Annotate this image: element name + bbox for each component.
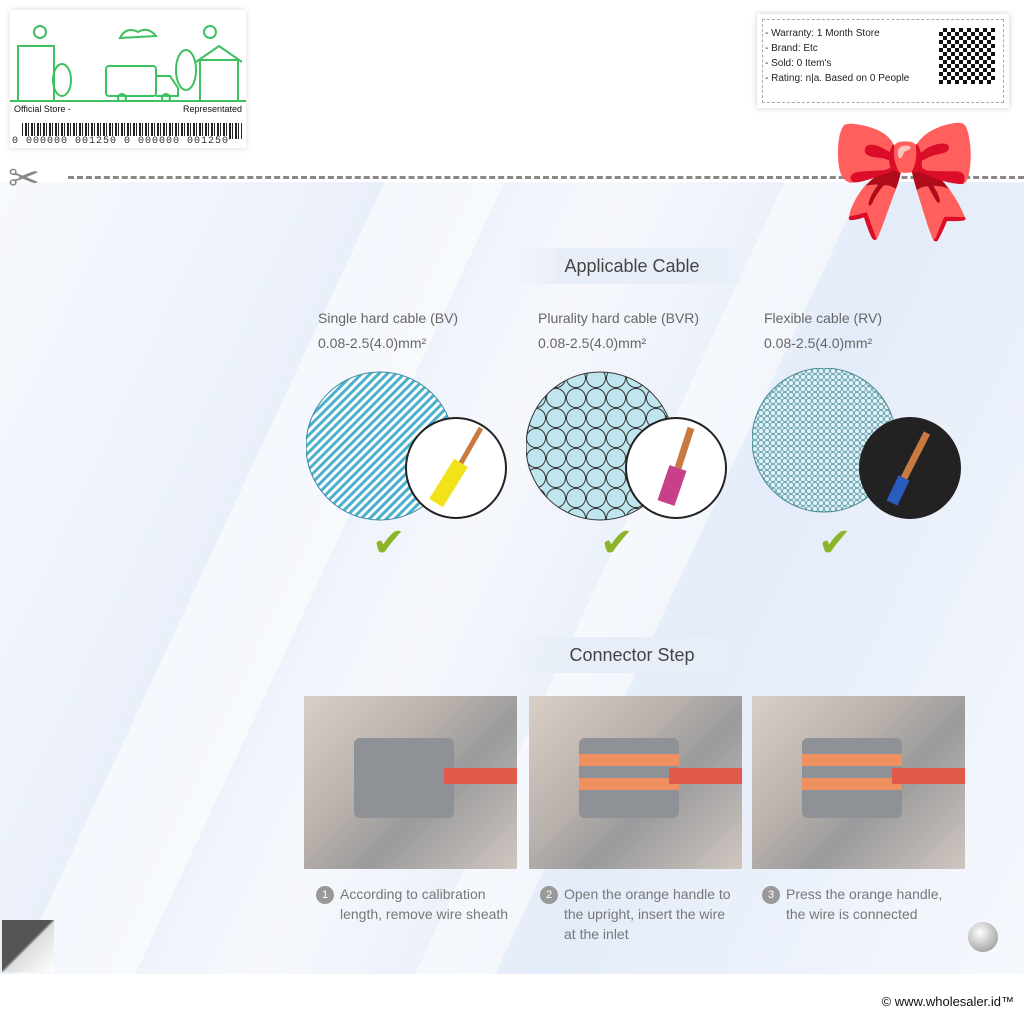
step-photo-1	[304, 696, 517, 869]
section-title-applicable-cable: Applicable Cable	[512, 248, 752, 284]
cable-cross-section-icon	[752, 368, 961, 519]
step-text: Open the orange handle to the upright, i…	[564, 886, 731, 942]
cable-name: Plurality hard cable (BVR)	[538, 310, 700, 326]
step-2: 2 Open the orange handle to the upright, …	[540, 884, 740, 944]
cable-item-bv: Single hard cable (BV) 0.08-2.5(4.0)mm²	[306, 306, 538, 521]
step-text: Press the orange handle, the wire is con…	[786, 886, 943, 922]
barcode-number: 0 000000 001250 0 000000 001250	[12, 136, 230, 147]
step-text: According to calibration length, remove …	[340, 886, 509, 922]
rating-text: - Rating: n|a. Based on 0 People	[765, 73, 910, 84]
metal-button-icon	[968, 922, 998, 952]
cable-name: Flexible cable (RV)	[764, 310, 883, 326]
check-icon: ✔	[818, 520, 852, 566]
store-badge: Official Store - Representated 0 000000 …	[10, 10, 246, 148]
section-title-connector-step: Connector Step	[512, 637, 752, 673]
step-photo-3	[752, 696, 965, 869]
check-icon: ✔	[372, 520, 406, 566]
cut-line	[68, 176, 1024, 179]
cable-cross-section-icon	[306, 371, 507, 521]
cable-range: 0.08-2.5(4.0)mm²	[538, 335, 647, 351]
cable-cross-section-icon	[526, 371, 727, 521]
scissors-icon: ✂	[8, 156, 40, 200]
sold-text: - Sold: 0 Item's	[765, 58, 832, 69]
warranty-text: - Warranty: 1 Month Store	[765, 28, 880, 39]
qr-code	[939, 28, 995, 84]
cable-range: 0.08-2.5(4.0)mm²	[318, 335, 427, 351]
brand-text: - Brand: Etc	[765, 43, 818, 54]
cable-item-rv: Flexible cable (RV) 0.08-2.5(4.0)mm²	[752, 306, 984, 519]
step-photo-2	[529, 696, 742, 869]
store-label: Official Store -	[14, 104, 71, 114]
info-card: - Warranty: 1 Month Store - Brand: Etc -…	[757, 14, 1009, 108]
barcode	[22, 123, 242, 139]
copyright: © www.wholesaler.id™	[881, 994, 1014, 1009]
cable-range: 0.08-2.5(4.0)mm²	[764, 335, 873, 351]
step-number: 1	[316, 886, 334, 904]
represented-label: Representated	[182, 104, 242, 114]
cable-name: Single hard cable (BV)	[318, 310, 459, 326]
check-icon: ✔	[600, 520, 634, 566]
page-curl-icon	[2, 920, 54, 972]
step-number: 3	[762, 886, 780, 904]
ribbon-bow-icon: 🎀	[830, 110, 980, 249]
step-number: 2	[540, 886, 558, 904]
step-3: 3 Press the orange handle, the wire is co…	[762, 884, 962, 924]
city-delivery-illustration	[10, 25, 246, 103]
cable-item-bvr: Plurality hard cable (BVR) 0.08-2.5(4.0)…	[526, 306, 758, 521]
step-1: 1 According to calibration length, remove…	[316, 884, 516, 924]
